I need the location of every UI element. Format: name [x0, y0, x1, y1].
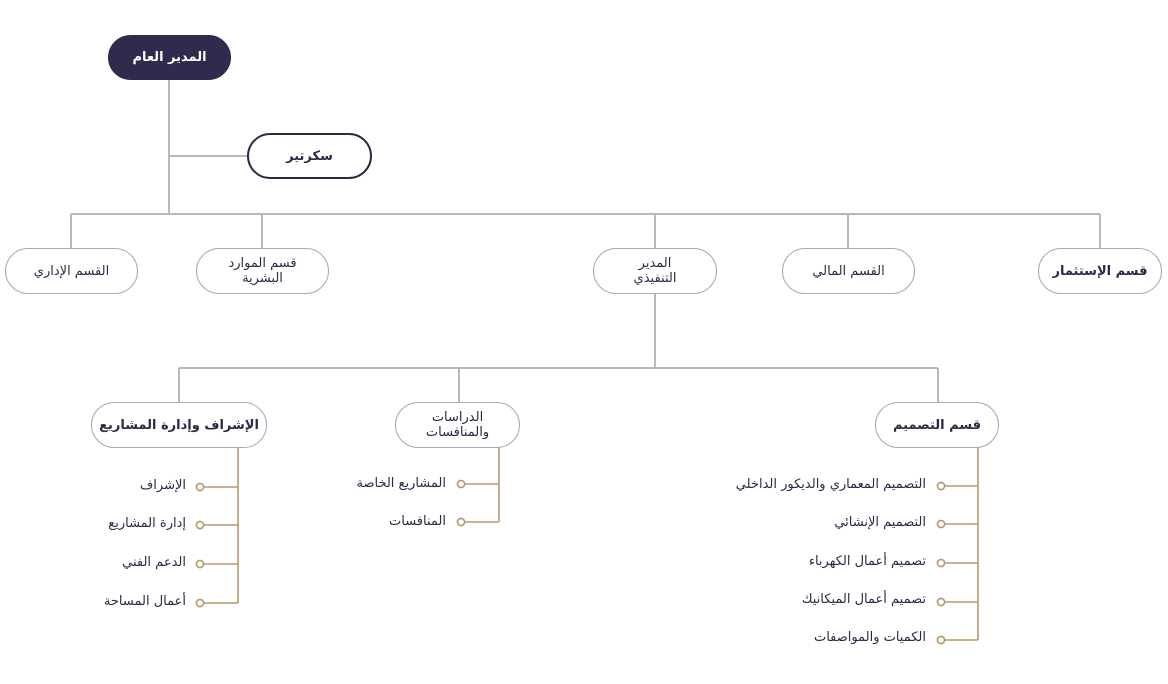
hr-label-line-1: قسم الموارد — [228, 256, 297, 271]
studies-division-node: الدراسات والمنافسات — [395, 402, 520, 448]
design-item: التصميم الإنشائي — [834, 515, 926, 530]
design-item: الكميات والمواصفات — [813, 630, 926, 645]
studies-item: المنافسات — [389, 514, 446, 529]
supervision-item: الإشراف — [139, 478, 186, 493]
design-item: التصميم المعماري والديكور الداخلي — [735, 477, 926, 492]
design-branch — [936, 447, 979, 645]
studies-item: المشاريع الخاصة — [356, 476, 446, 491]
supervision-item: الدعم الفني — [122, 555, 186, 570]
studies-label-line-1: الدراسات — [431, 410, 484, 425]
supervision-branch — [195, 447, 239, 608]
secretary-label: سكرتير — [286, 148, 333, 164]
hr-department-node: قسم الموارد البشرية — [196, 248, 329, 294]
design-division-node: قسم التصميم — [875, 402, 999, 448]
supervision-item: إدارة المشاريع — [108, 516, 186, 531]
supervision-item: أعمال المساحة — [103, 594, 186, 609]
executive-director-node: المدير التنفيذي — [593, 248, 717, 294]
supervision-division-node: الإشراف وإدارة المشاريع — [91, 402, 267, 448]
studies-label-line-2: والمنافسات — [425, 425, 490, 440]
design-item: تصميم أعمال الكهرباء — [808, 554, 926, 569]
investment-department-node: قسم الإستثمار — [1038, 248, 1162, 294]
executive-director-label: المدير التنفيذي — [634, 256, 677, 286]
secretary-node: سكرتير — [247, 133, 372, 179]
finance-department-node: القسم المالي — [782, 248, 915, 294]
supervision-division-label: الإشراف وإدارة المشاريع — [99, 417, 259, 433]
hr-department-label: قسم الموارد البشرية — [228, 256, 296, 286]
executive-label-line-1: المدير — [638, 256, 672, 271]
org-connectors — [70, 79, 1101, 403]
general-manager-label: المدير العام — [132, 50, 207, 65]
admin-department-node: القسم الإداري — [5, 248, 138, 294]
design-item: تصميم أعمال الميكانيك — [801, 592, 926, 607]
executive-label-line-2: التنفيذي — [633, 271, 677, 286]
admin-department-label: القسم الإداري — [33, 263, 110, 279]
studies-branch — [456, 447, 500, 527]
general-manager-node: المدير العام — [108, 35, 231, 80]
design-division-label: قسم التصميم — [892, 417, 982, 433]
studies-division-label: الدراسات والمنافسات — [426, 410, 489, 440]
finance-department-label: القسم المالي — [812, 263, 885, 279]
hr-label-line-2: البشرية — [242, 271, 283, 286]
investment-department-label: قسم الإستثمار — [1052, 263, 1148, 279]
